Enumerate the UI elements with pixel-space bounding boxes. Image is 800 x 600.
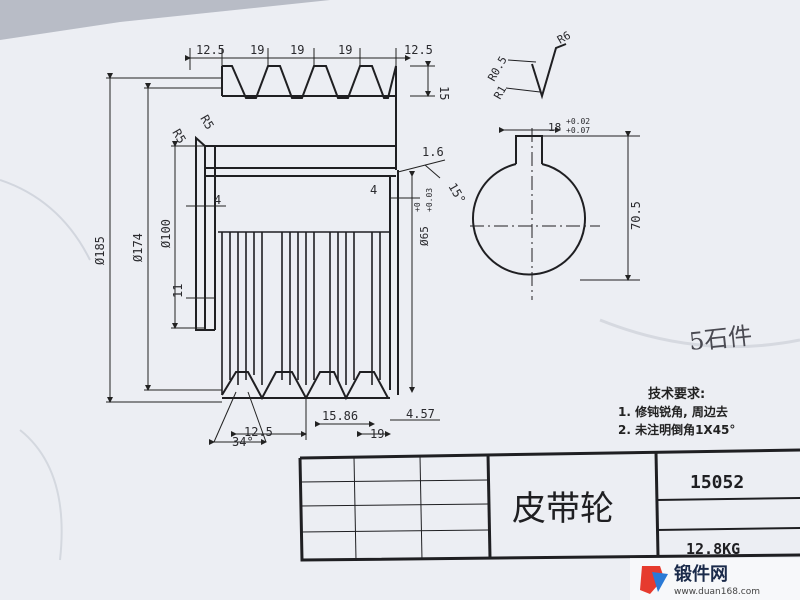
tech-requirements: 技术要求: 1. 修钝锐角, 周边去 2. 未注明倒角1X45° bbox=[618, 386, 735, 437]
dim-top-1: 19 bbox=[250, 43, 264, 57]
dimension-lines bbox=[106, 48, 446, 445]
dim-top-3: 19 bbox=[338, 43, 352, 57]
keyway-texts: 18 +0.02 +0.07 70.5 bbox=[548, 117, 643, 230]
keyway-width-tol-lower: +0.07 bbox=[566, 126, 590, 135]
dim-top-4: 12.5 bbox=[404, 43, 433, 57]
part-weight: 12.8KG bbox=[686, 540, 740, 558]
dim-top-0: 12.5 bbox=[196, 43, 225, 57]
tech-req-title: 技术要求: bbox=[648, 386, 705, 402]
watermark-text: 锻件网 bbox=[674, 563, 728, 585]
groove-angle: 34° bbox=[232, 435, 254, 449]
dim-bottom-1: 15.86 bbox=[322, 409, 358, 423]
groove-r1: R1 bbox=[491, 84, 509, 102]
dim-bottom-3: 4.57 bbox=[406, 407, 435, 421]
groove-r6: R6 bbox=[555, 29, 573, 47]
keyway-depth: 70.5 bbox=[629, 201, 643, 230]
bore-dim-2: 11 bbox=[171, 284, 185, 298]
dia-174: Ø174 bbox=[131, 233, 145, 262]
dia-185: Ø185 bbox=[93, 236, 107, 265]
keyway-width-tol-upper: +0.02 bbox=[566, 117, 590, 126]
watermark-url: www.duan168.com bbox=[674, 587, 760, 597]
tech-req-item-0: 1. 修钝锐角, 周边去 bbox=[618, 404, 728, 419]
bore-dia-tol-upper: +0 bbox=[413, 202, 422, 212]
dim-bottom-2: 19 bbox=[370, 427, 384, 441]
keyway-circle-view bbox=[470, 127, 640, 300]
dia-100: Ø100 bbox=[159, 219, 173, 248]
part-name: 皮带轮 bbox=[512, 489, 614, 529]
title-block bbox=[298, 448, 800, 562]
bore-dim-0: 4 bbox=[214, 193, 221, 207]
radius-label-1: R5 bbox=[197, 113, 216, 133]
radius-label-0: R5 bbox=[169, 127, 188, 147]
dim-groove-depth: 15 bbox=[437, 86, 451, 100]
dim-top-2: 19 bbox=[290, 43, 304, 57]
dimension-texts: 12.5 19 19 19 12.5 15 R5 R5 Ø185 Ø174 Ø1… bbox=[93, 43, 468, 449]
keyway-width-base: 18 bbox=[548, 121, 561, 134]
handwritten-note: 5石件 bbox=[688, 322, 754, 356]
watermark-logo-icon bbox=[640, 566, 668, 594]
bore-dia-tol-lower: +0.03 bbox=[425, 188, 434, 212]
dim-bottom-0: 12.5 bbox=[244, 425, 273, 439]
drawing-number: 15052 bbox=[690, 472, 744, 493]
tech-req-item-1: 2. 未注明倒角1X45° bbox=[618, 422, 735, 437]
bore-dia-base: Ø65 bbox=[418, 226, 431, 246]
groove-detail bbox=[505, 43, 567, 100]
bore-dim-1: 4 bbox=[370, 183, 377, 197]
chamfer-dim-0: 1.6 bbox=[422, 145, 444, 159]
